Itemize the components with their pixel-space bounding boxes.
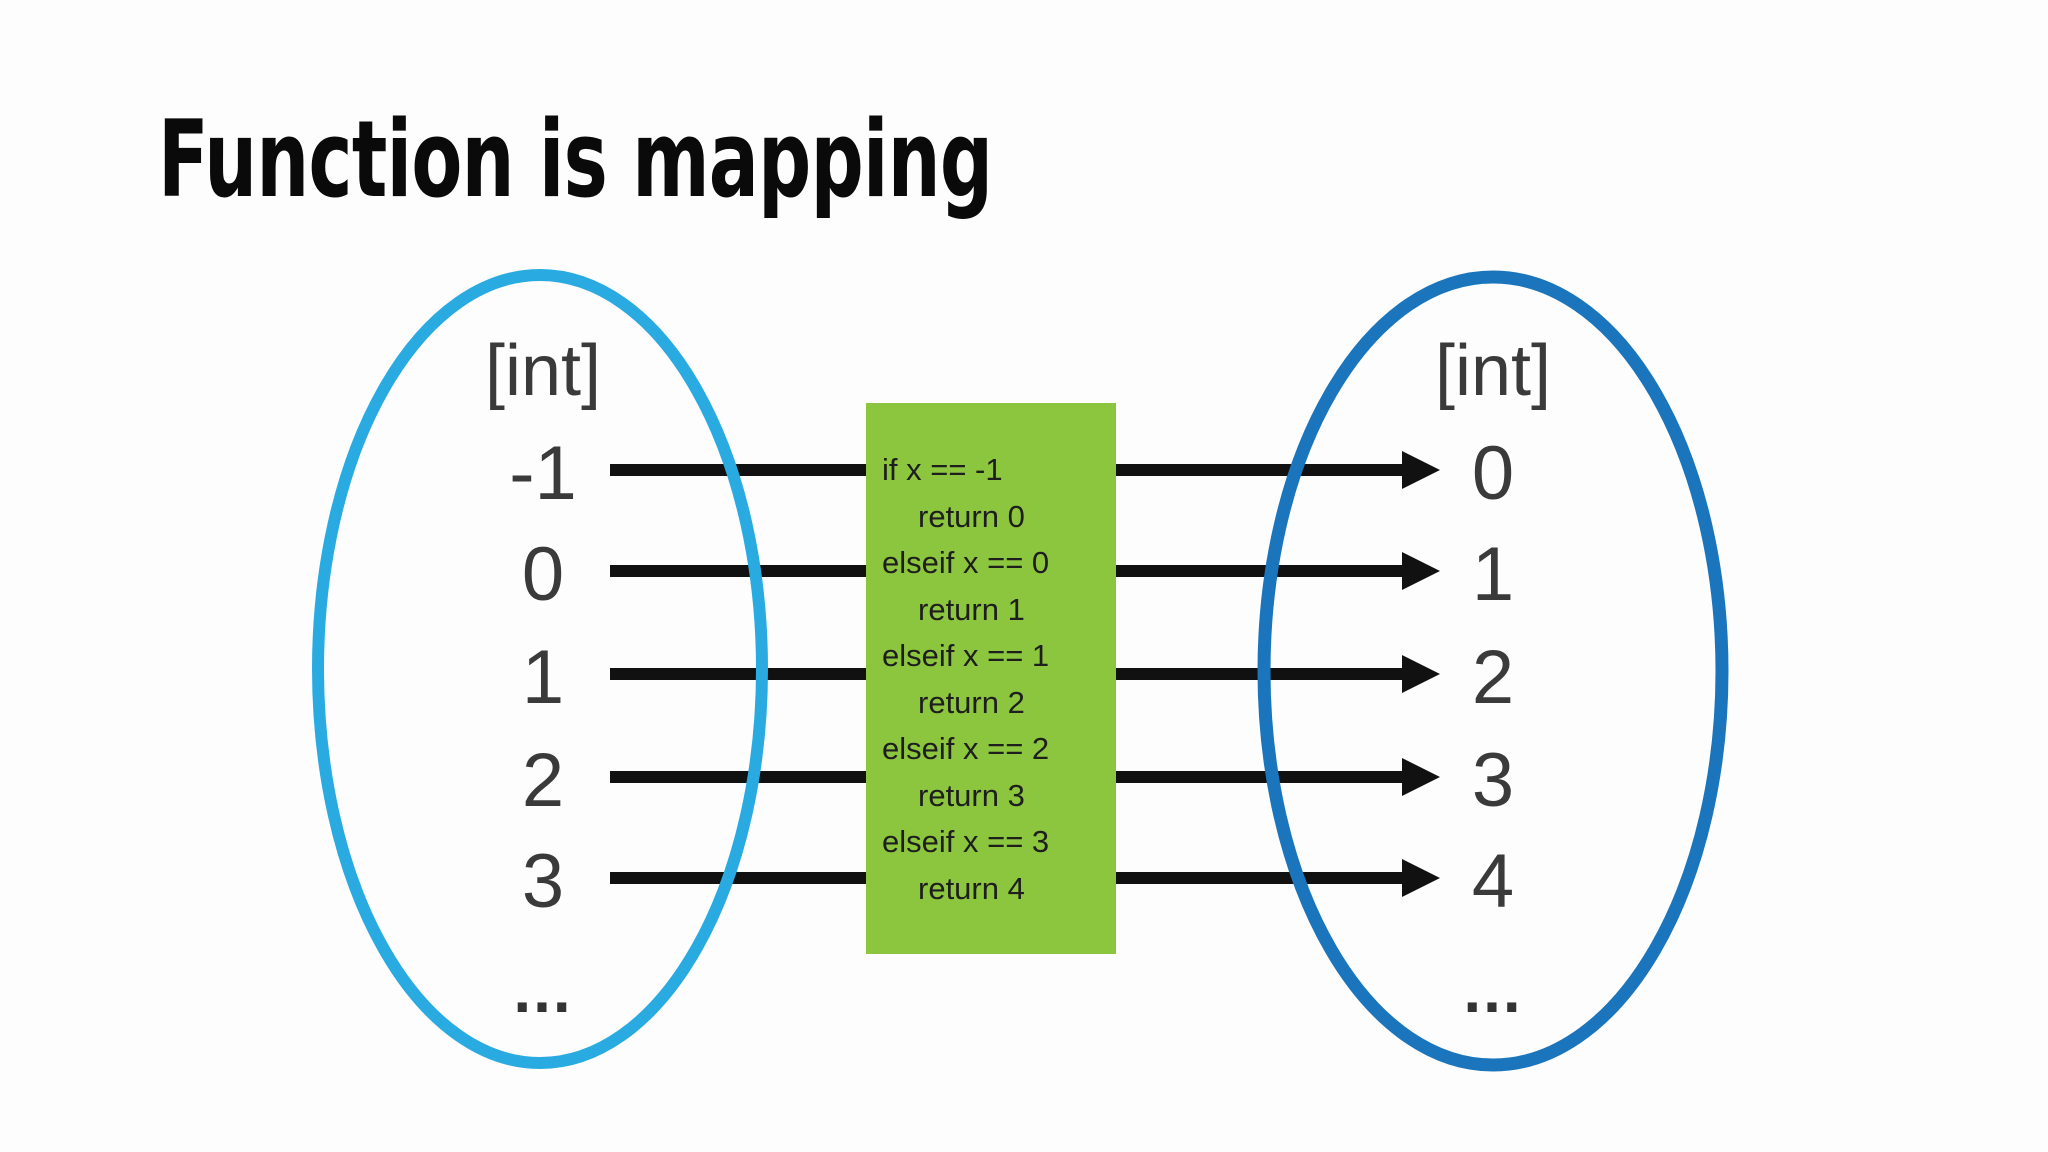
slide-title: Function is mapping: [158, 98, 993, 221]
function-code: if x == -1 return 0 elseif x == 0 return…: [866, 447, 1116, 912]
codomain-ellipse: [1257, 270, 1729, 1072]
code-line: if x == -1: [882, 452, 1003, 487]
code-line: elseif x == 1: [882, 638, 1050, 673]
domain-ellipsis: ...: [513, 954, 573, 1026]
domain-item: 0: [521, 532, 565, 617]
codomain-item: 4: [1471, 839, 1515, 924]
code-line: return 1: [918, 591, 1025, 627]
code-line: elseif x == 0: [882, 545, 1050, 580]
mapping-arrowhead: [1402, 451, 1440, 489]
mapping-arrowhead: [1402, 552, 1440, 590]
domain-item: 3: [521, 839, 565, 924]
codomain-ellipsis: ...: [1463, 954, 1523, 1026]
mapping-arrowhead: [1402, 758, 1440, 796]
function-box: [866, 403, 1116, 954]
codomain-item: 0: [1471, 431, 1515, 516]
domain-item: 1: [521, 635, 565, 720]
code-line: return 4: [918, 870, 1025, 906]
code-line: return 0: [918, 498, 1025, 534]
codomain-type-label: [int]: [1434, 331, 1552, 411]
code-line: elseif x == 3: [882, 824, 1050, 859]
domain-item: -1: [509, 431, 577, 516]
code-line: return 3: [918, 777, 1025, 813]
code-line: elseif x == 2: [882, 731, 1050, 766]
mapping-arrowhead: [1402, 655, 1440, 693]
codomain-item: 2: [1471, 635, 1515, 720]
domain-ellipse: [312, 269, 768, 1069]
code-line: return 2: [918, 684, 1025, 720]
domain-type-label: [int]: [484, 331, 602, 411]
domain-item: 2: [521, 738, 565, 823]
codomain-item: 1: [1471, 532, 1515, 617]
codomain-item: 3: [1471, 738, 1515, 823]
mapping-arrowhead: [1402, 859, 1440, 897]
